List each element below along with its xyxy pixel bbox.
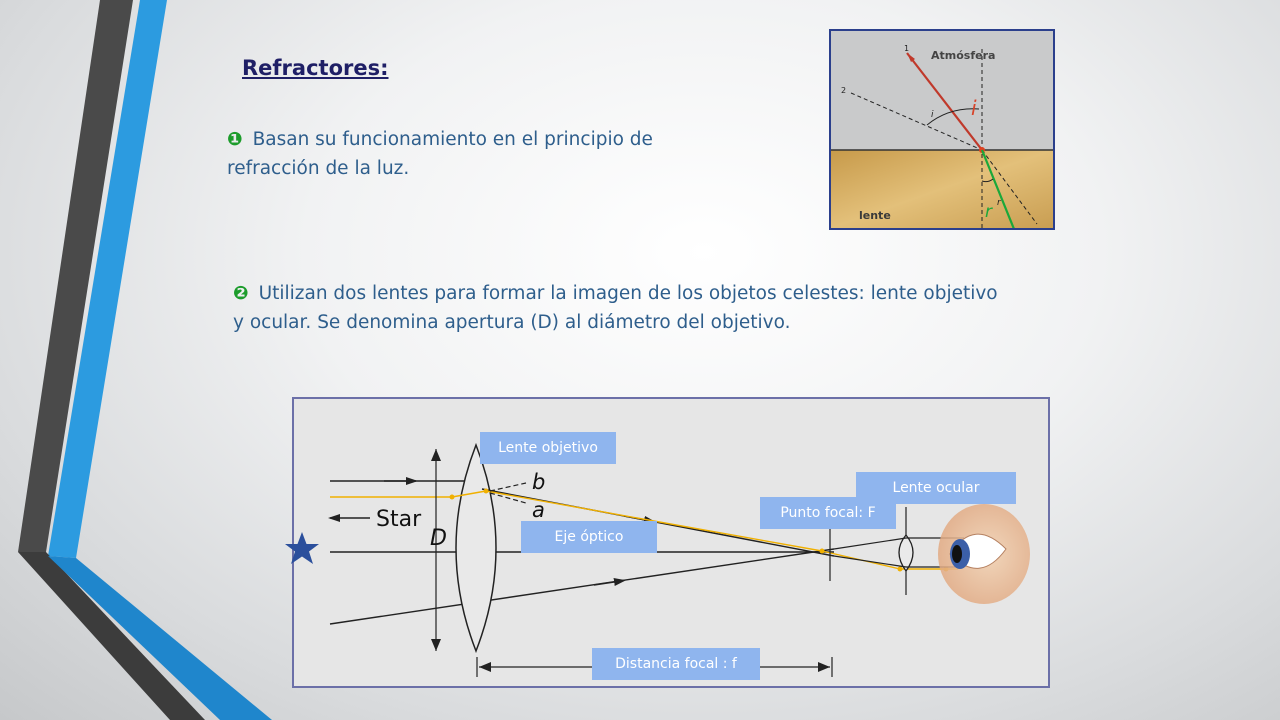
ray-1-label: 1 bbox=[904, 44, 909, 53]
angle-i-large: i bbox=[971, 96, 977, 120]
bullet-lenses: ❷ Utilizan dos lentes para formar la ima… bbox=[233, 279, 1003, 337]
yellow-ray-objective bbox=[451, 490, 487, 498]
eyepiece-ray-top bbox=[833, 537, 907, 550]
star-icon bbox=[285, 532, 319, 564]
bullet-principle: ❶ Basan su funcionamiento en el principi… bbox=[227, 125, 747, 183]
ray-2-label: 2 bbox=[841, 86, 846, 95]
ray-2-continuation bbox=[981, 149, 1038, 225]
stripe-blue-upper bbox=[48, 0, 167, 558]
ray-a-indicator bbox=[489, 492, 527, 504]
objective-lens-shape bbox=[455, 442, 497, 654]
incident-ray-arrow bbox=[907, 53, 915, 62]
incoming-ray-bottom-arrow bbox=[593, 578, 626, 586]
angle-i-small: i bbox=[931, 110, 934, 120]
ray-a-label: a bbox=[532, 498, 545, 522]
stripe-dark-upper bbox=[18, 0, 133, 552]
ray-2-dashed bbox=[850, 92, 983, 151]
ray-b-indicator bbox=[489, 482, 527, 492]
angle-r-small: r bbox=[997, 198, 1002, 208]
yellow-dot-3 bbox=[819, 548, 825, 554]
eyepiece-ray-bottom bbox=[833, 555, 907, 568]
atmosphere-label: Atmósfera bbox=[931, 49, 995, 62]
aperture-arrow-bottom bbox=[431, 639, 441, 651]
atmosphere-region bbox=[831, 31, 1053, 150]
aperture-label: D bbox=[430, 526, 447, 551]
star-label: Star bbox=[376, 507, 422, 532]
bullet-marker-1: ❶ bbox=[227, 129, 243, 150]
lens-region bbox=[831, 150, 1053, 228]
yellow-dot-1 bbox=[449, 494, 455, 500]
focal-distance-arrow-left bbox=[479, 662, 491, 672]
label-objective-lens: Lente objetivo bbox=[480, 432, 616, 464]
decorative-stripes bbox=[18, 0, 272, 720]
yellow-dot-4 bbox=[897, 566, 903, 572]
aperture-arrow-top bbox=[431, 449, 441, 461]
lens-label: lente bbox=[859, 209, 891, 222]
telescope-drawing: Star D b a bbox=[328, 442, 1030, 677]
telescope-diagram: Star D b a bbox=[292, 397, 1050, 688]
angle-r-large: r bbox=[985, 202, 993, 222]
angle-arc-incidence bbox=[926, 108, 980, 126]
refraction-diagram: 1 2 Atmósfera lente i i r r bbox=[829, 29, 1055, 230]
angle-arc-refraction bbox=[981, 178, 994, 183]
eyepiece-lens-shape bbox=[898, 533, 914, 573]
focal-distance-arrow-right bbox=[818, 662, 830, 672]
incoming-ray-bottom bbox=[329, 548, 835, 625]
refraction-drawing: 1 2 Atmósfera lente i i r r bbox=[831, 31, 1053, 228]
incident-ray bbox=[906, 52, 983, 151]
ray-b-label: b bbox=[532, 470, 545, 494]
stripe-dark-lower bbox=[18, 552, 205, 720]
bullet-marker-2: ❷ bbox=[233, 283, 249, 304]
label-optical-axis: Eje óptico bbox=[521, 521, 657, 553]
bullet-text-1: Basan su funcionamiento en el principio … bbox=[227, 129, 653, 179]
stripe-blue-lower bbox=[48, 556, 272, 720]
yellow-dot-2 bbox=[483, 488, 489, 494]
label-focal-distance: Distancia focal : f bbox=[592, 648, 760, 680]
bullet-text-2: Utilizan dos lentes para formar la image… bbox=[233, 283, 998, 333]
label-focal-point: Punto focal: F bbox=[760, 497, 896, 529]
eye-icon bbox=[938, 504, 1030, 604]
refracted-ray bbox=[980, 149, 1015, 228]
slide-title: Refractores: bbox=[242, 56, 389, 80]
